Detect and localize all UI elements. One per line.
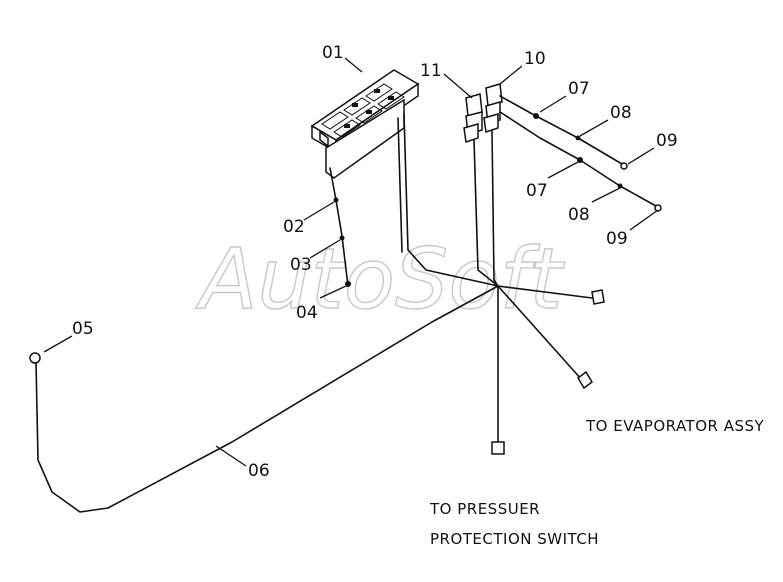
callout-11: 11	[420, 61, 442, 81]
harness-wires	[35, 95, 657, 513]
callout-07-upper: 07	[568, 79, 590, 99]
note-pressure-line1: TO PRESSUER	[429, 500, 540, 518]
callout-labels: 01 02 03 04 05 06 07 07 08 08 09 09 10 1…	[72, 43, 678, 481]
callout-09-upper: 09	[656, 131, 678, 151]
control-box-part	[310, 69, 420, 179]
callout-04: 04	[296, 303, 318, 323]
callout-08-lower: 08	[568, 205, 590, 225]
note-pressure-line2: PROTECTION SWITCH	[430, 530, 599, 548]
callout-01: 01	[322, 43, 344, 63]
callout-06: 06	[248, 461, 270, 481]
callout-08-upper: 08	[610, 103, 632, 123]
connector-10-part	[483, 83, 503, 133]
callout-09-lower: 09	[606, 229, 628, 249]
callout-02: 02	[283, 217, 305, 237]
note-evaporator: TO EVAPORATOR ASSY	[585, 417, 765, 435]
callout-10: 10	[524, 49, 546, 69]
leader-lines	[43, 57, 659, 467]
callout-07-lower: 07	[526, 181, 548, 201]
watermark: AutoSoft	[195, 230, 565, 328]
callout-05: 05	[72, 319, 94, 339]
wire-terminals	[29, 162, 662, 455]
connector-11-part	[463, 93, 483, 143]
small-parts	[333, 113, 623, 287]
callout-03: 03	[290, 255, 312, 275]
routing-notes: TO EVAPORATOR ASSY TO PRESSUER PROTECTIO…	[429, 417, 765, 548]
